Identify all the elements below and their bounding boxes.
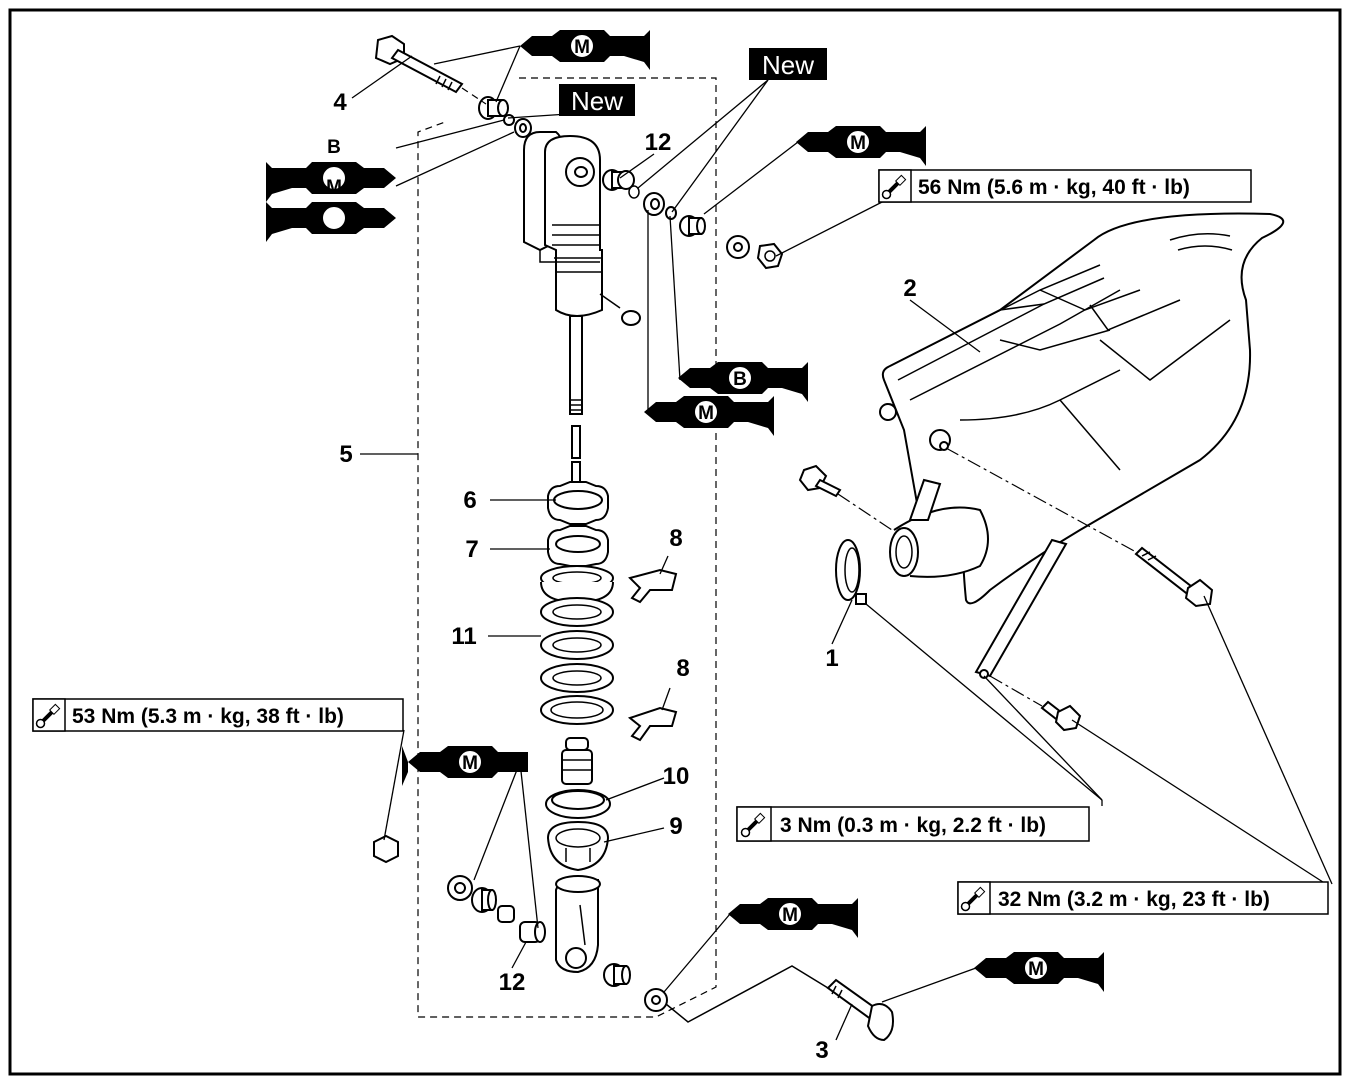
- grease-letter: M: [698, 403, 714, 424]
- torque-wrench-icon: [960, 886, 986, 912]
- adjusting-nut-7: [547, 525, 609, 567]
- subframe-bolt-long: [1134, 546, 1214, 608]
- grease-letter: B: [327, 137, 341, 158]
- alignment-line-upper: [837, 493, 893, 531]
- protector-8-upper: [628, 568, 678, 604]
- part-label-7: 7: [465, 536, 478, 563]
- spring-guide-10: [545, 789, 611, 819]
- new-tag-upper: New: [749, 48, 827, 80]
- part-label-8-lower: 8: [676, 655, 689, 682]
- subframe-bolt-upper-short: [798, 464, 842, 498]
- grease-symbol-m-mid: M: [644, 396, 774, 436]
- new-tag-text: New: [762, 50, 814, 80]
- shock-absorber: [523, 131, 641, 499]
- lower-clevis: [555, 875, 601, 974]
- spring-11: [540, 565, 614, 725]
- torque-spec-subframe: 32 Nm (3.2 m · kg, 23 ft · lb): [957, 881, 1329, 915]
- torque-wrench-icon: [881, 174, 907, 200]
- grease-symbol-m-upper-right: M: [796, 126, 926, 166]
- grease-symbol-b-left: [266, 162, 396, 202]
- grease-letter: M: [462, 753, 478, 774]
- spring-seat-9: [546, 820, 610, 872]
- part-label-3: 3: [815, 1037, 828, 1064]
- grease-leaders: [395, 45, 977, 1003]
- leader-lines: [351, 55, 1333, 1041]
- shock-assembly-outline: [417, 77, 717, 1018]
- part-label-8-upper: 8: [669, 525, 682, 552]
- grease-letter: M: [850, 133, 866, 154]
- subframe-bolt-lower: [1040, 700, 1082, 732]
- torque-wrench-icon: [35, 703, 61, 729]
- torque-spec-lower-nut: 53 Nm (5.3 m · kg, 38 ft · lb): [32, 698, 404, 732]
- grease-symbol-b-mid: B: [678, 362, 808, 402]
- subframe-airbox-2: [879, 212, 1284, 679]
- torque-wrench-icon: [740, 812, 766, 838]
- grease-letter: M: [574, 37, 590, 58]
- bump-stop: [561, 737, 593, 785]
- part-label-12-lower: 12: [499, 969, 526, 996]
- lower-bolt-3: [826, 978, 894, 1042]
- torque-spec-clamp: 3 Nm (0.3 m · kg, 2.2 ft · lb): [736, 806, 1090, 842]
- part-label-11: 11: [451, 623, 476, 650]
- part-label-4: 4: [333, 89, 347, 116]
- alignment-line-lower-bolt: [665, 965, 829, 1023]
- alignment-line-long: [945, 447, 1137, 553]
- new-tag-lower: New: [559, 84, 635, 116]
- grease-letter: M: [1028, 959, 1044, 980]
- part-label-5: 5: [339, 441, 352, 468]
- part-label-10: 10: [663, 763, 690, 790]
- grease-symbol-m-left: [266, 202, 396, 242]
- part-label-12-upper: 12: [645, 129, 672, 156]
- page-border: [8, 8, 1342, 1076]
- protector-8-lower: [627, 706, 678, 742]
- part-label-2: 2: [903, 275, 916, 302]
- part-label-6: 6: [463, 487, 476, 514]
- torque-text: 3 Nm (0.3 m · kg, 2.2 ft · lb): [780, 814, 1046, 837]
- alignment-line-lower: [989, 675, 1043, 707]
- grease-symbol-m-lower-left: M: [402, 746, 528, 786]
- grease-symbol-m-top: M: [520, 30, 650, 70]
- torque-text: 32 Nm (3.2 m · kg, 23 ft · lb): [998, 888, 1270, 911]
- torque-text: 53 Nm (5.3 m · kg, 38 ft · lb): [72, 705, 344, 728]
- lower-mount-right: [603, 963, 668, 1012]
- locknut-6: [547, 481, 609, 525]
- grease-letter: M: [326, 177, 342, 198]
- torque-spec-upper-nut: 56 Nm (5.6 m · kg, 40 ft · lb): [878, 169, 1252, 203]
- alignment-line-bolt4: [461, 87, 487, 105]
- grease-symbol-m-lower-mid: M: [728, 898, 858, 938]
- upper-bushings-left: [478, 96, 532, 138]
- grease-letter: B: [733, 369, 747, 390]
- new-tag-text: New: [571, 86, 623, 116]
- part-label-1: 1: [825, 645, 838, 672]
- torque-text: 56 Nm (5.6 m · kg, 40 ft · lb): [918, 176, 1190, 199]
- grease-symbol-m-lower-right: M: [974, 952, 1104, 992]
- lower-mount-left: [373, 834, 546, 943]
- part-label-9: 9: [669, 813, 682, 840]
- hose-clamp-1: [835, 539, 867, 605]
- grease-letter: M: [782, 905, 798, 926]
- upper-bolt-4: [374, 34, 464, 94]
